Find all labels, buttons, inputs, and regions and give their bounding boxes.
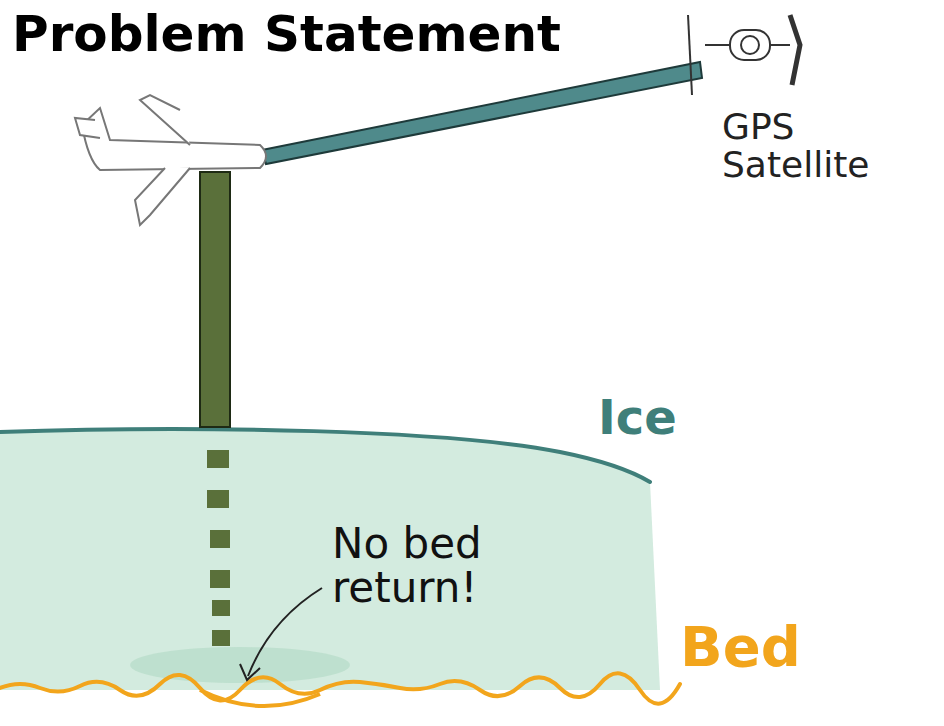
scatter-blob — [130, 647, 350, 683]
bed-line — [0, 673, 680, 703]
ice-body — [0, 429, 660, 690]
leader-arrowhead — [240, 664, 260, 680]
airplane — [75, 95, 266, 225]
gps-link — [262, 62, 702, 164]
radar-beam — [200, 172, 230, 427]
radar-beam-dashes — [207, 450, 230, 646]
satellite-label: GPS Satellite — [722, 108, 937, 184]
ice-label: Ice — [598, 392, 677, 442]
bed-dip — [200, 690, 320, 706]
ice-surface — [0, 429, 650, 482]
bed-label: Bed — [680, 618, 801, 677]
sketch-title: Problem Statement — [12, 8, 561, 61]
leader-arrow — [248, 588, 322, 676]
no-return-note: No bed return! — [332, 522, 617, 610]
gps-satellite — [688, 15, 800, 95]
